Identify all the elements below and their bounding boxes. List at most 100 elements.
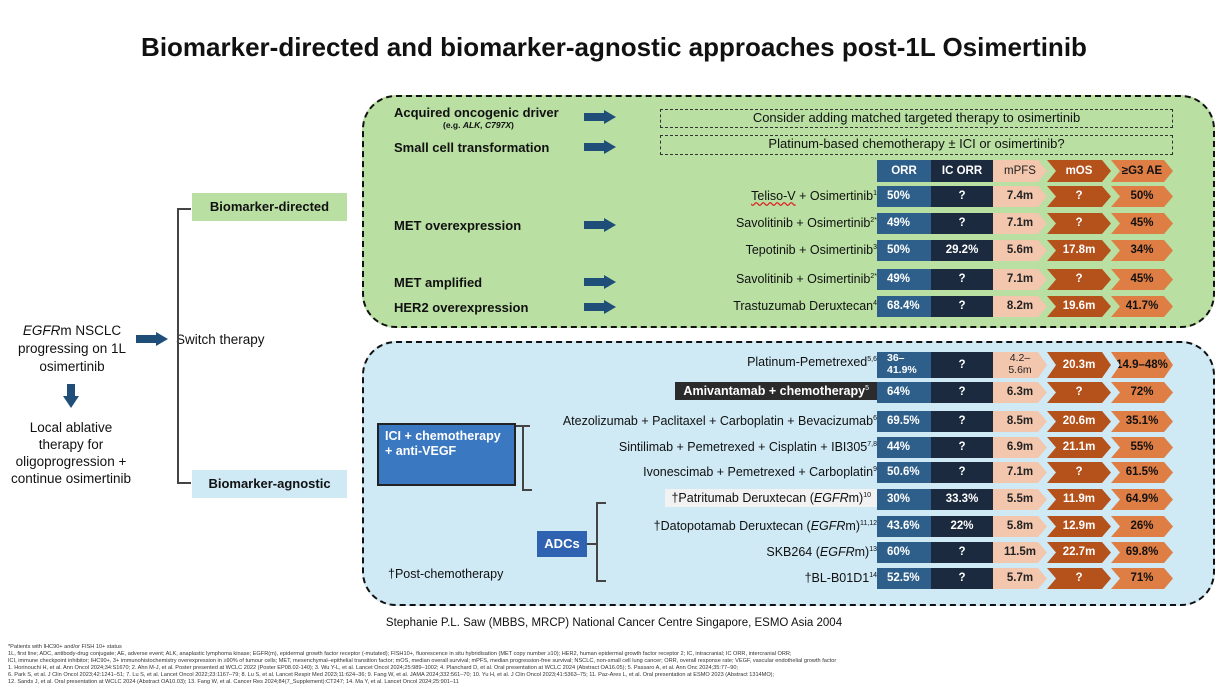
- ic-orr-cell: ?: [931, 382, 993, 403]
- biomarker-agnostic-label: Biomarker-agnostic: [192, 470, 347, 498]
- footnote: 12. Sands J, et al. Oral presentation at…: [8, 679, 459, 685]
- orr-cell: 49%: [877, 269, 931, 290]
- mpfs-cell: 7.1m: [993, 213, 1047, 234]
- header-orr: ORR: [877, 160, 931, 182]
- footnote: ICI, immune checkpoint inhibitor; IHC90+…: [8, 658, 837, 664]
- mpfs-cell: 6.9m: [993, 437, 1047, 458]
- mpfs-cell: 7.1m: [993, 269, 1047, 290]
- g3ae-cell: 41.7%: [1111, 296, 1173, 317]
- adc-bracket-top: [596, 502, 606, 504]
- egfr-prefix: EGFR: [22, 323, 61, 338]
- g3ae-cell: 71%: [1111, 568, 1173, 589]
- orr-cell: 69.5%: [877, 411, 931, 432]
- acquired-driver-note: Consider adding matched targeted therapy…: [660, 109, 1173, 128]
- her2-label: HER2 overexpression: [394, 300, 529, 315]
- orr-cell: 68.4%: [877, 296, 931, 317]
- orr-cell: 50%: [877, 186, 931, 207]
- met-amplified-label: MET amplified: [394, 275, 483, 290]
- bracket-vertical: [177, 208, 179, 484]
- mpfs-cell: 4.2–5.6m: [993, 352, 1047, 378]
- header-ic-orr: IC ORR: [931, 160, 993, 182]
- orr-cell: 60%: [877, 542, 931, 563]
- therapy-name: Savolitinib + Osimertinib2*: [735, 216, 877, 230]
- orr-cell: 52.5%: [877, 568, 931, 589]
- therapy-name: †Patritumab Deruxtecan (EGFRm)10: [665, 489, 877, 507]
- mos-cell: ?: [1047, 382, 1111, 403]
- g3ae-cell: 69.8%: [1111, 542, 1173, 563]
- therapy-name: †Datopotamab Deruxtecan (EGFRm)11,12: [653, 519, 877, 533]
- ici-bracket-bottom: [522, 489, 532, 491]
- right-arrow-icon: [584, 300, 616, 314]
- mos-cell: 11.9m: [1047, 489, 1111, 510]
- orr-cell: 50%: [877, 240, 931, 261]
- ic-orr-cell: ?: [931, 269, 993, 290]
- orr-cell: 44%: [877, 437, 931, 458]
- slide-title: Biomarker-directed and biomarker-agnosti…: [141, 32, 1087, 62]
- egfr-line2: progressing on 1L: [17, 341, 127, 356]
- ic-orr-cell: ?: [931, 186, 993, 207]
- acquired-driver-sub: (e.g. ALK, C797X): [443, 120, 514, 130]
- mos-cell: ?: [1047, 186, 1111, 207]
- sub-em: ALK, C797X: [462, 120, 512, 130]
- ic-orr-cell: ?: [931, 437, 993, 458]
- mpfs-cell: 5.6m: [993, 240, 1047, 261]
- ic-orr-cell: ?: [931, 542, 993, 563]
- footnote: 1. Horinouchi H, et al. Ann Oncol 2024;3…: [8, 665, 739, 671]
- therapy-name: Atezolizumab + Paclitaxel + Carboplatin …: [562, 414, 877, 428]
- g3ae-cell: 14.9–48%: [1111, 352, 1173, 378]
- therapy-name: Savolitinib + Osimertinib2*: [735, 272, 877, 286]
- table-row: 49%?7.1m?45%: [877, 269, 1173, 290]
- right-arrow-icon: [584, 218, 616, 232]
- g3ae-cell: 35.1%: [1111, 411, 1173, 432]
- right-arrow-icon: [584, 110, 616, 124]
- table-row: 49%?7.1m?45%: [877, 213, 1173, 234]
- ici-bracket-vertical: [522, 425, 524, 491]
- ici-bracket-top: [516, 425, 530, 427]
- mos-cell: 20.6m: [1047, 411, 1111, 432]
- ic-orr-cell: ?: [931, 213, 993, 234]
- right-arrow-icon: [584, 275, 616, 289]
- adc-bracket-join: [587, 543, 597, 545]
- right-arrow-icon: [136, 332, 168, 346]
- ic-orr-cell: 22%: [931, 516, 993, 537]
- g3ae-cell: 50%: [1111, 186, 1173, 207]
- adcs-box: ADCs: [537, 531, 587, 557]
- local-line: oligoprogression +: [15, 454, 127, 469]
- mos-cell: 22.7m: [1047, 542, 1111, 563]
- mos-cell: 19.6m: [1047, 296, 1111, 317]
- mpfs-cell: 8.2m: [993, 296, 1047, 317]
- ici-box: ICI + chemotherapy + anti-VEGF: [377, 423, 516, 486]
- mpfs-cell: 5.7m: [993, 568, 1047, 589]
- therapy-name: SKB264 (EGFRm)13: [766, 545, 877, 559]
- therapy-name: Sintilimab + Pemetrexed + Cisplatin + IB…: [618, 440, 877, 454]
- therapy-name: Trastuzumab Deruxtecan4: [733, 299, 877, 313]
- header-mpfs: mPFS: [993, 160, 1047, 182]
- table-row: 50.6%?7.1m?61.5%: [877, 462, 1173, 483]
- switch-therapy-label: Switch therapy: [176, 332, 265, 347]
- ic-orr-cell: 33.3%: [931, 489, 993, 510]
- mos-cell: ?: [1047, 462, 1111, 483]
- mos-cell: 20.3m: [1047, 352, 1111, 378]
- mpfs-cell: 7.4m: [993, 186, 1047, 207]
- therapy-name: Platinum-Pemetrexed5,6: [747, 355, 877, 369]
- orr-cell: 30%: [877, 489, 931, 510]
- ic-orr-cell: ?: [931, 411, 993, 432]
- footnote: *Patients with IHC90+ and/or FISH 10+ st…: [8, 644, 122, 650]
- local-line: Local ablative: [29, 420, 113, 435]
- g3ae-cell: 61.5%: [1111, 462, 1173, 483]
- g3ae-cell: 55%: [1111, 437, 1173, 458]
- mos-cell: ?: [1047, 269, 1111, 290]
- therapy-name: Tepotinib + Osimertinib3: [745, 243, 877, 257]
- header-mos: mOS: [1047, 160, 1111, 182]
- mos-cell: 21.1m: [1047, 437, 1111, 458]
- ic-orr-cell: 29.2%: [931, 240, 993, 261]
- ic-orr-cell: ?: [931, 462, 993, 483]
- ici-box-text: ICI + chemotherapy + anti-VEGF: [385, 429, 501, 458]
- local-line: continue osimertinib: [10, 471, 132, 486]
- table-row: 64%?6.3m?72%: [877, 382, 1173, 403]
- mpfs-cell: 8.5m: [993, 411, 1047, 432]
